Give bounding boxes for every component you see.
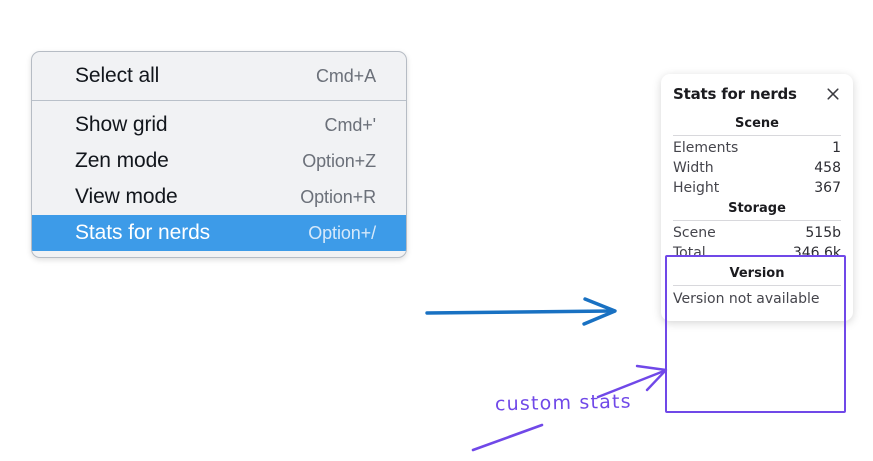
stat-row-storage-scene: Scene 515b bbox=[673, 223, 841, 243]
stat-value: 367 bbox=[814, 180, 841, 196]
version-note: Version not available bbox=[673, 291, 820, 307]
panel-title: Stats for nerds bbox=[673, 85, 797, 103]
handwritten-annotation-label: custom stats bbox=[494, 390, 632, 416]
section-version: Version Version not available bbox=[673, 263, 841, 307]
menu-group-2: Show grid Cmd+' Zen mode Option+Z View m… bbox=[32, 101, 406, 257]
context-menu[interactable]: Select all Cmd+A Show grid Cmd+' Zen mod… bbox=[31, 51, 407, 258]
section-heading-storage: Storage bbox=[728, 201, 786, 216]
stat-value: 458 bbox=[814, 160, 841, 176]
custom-stats-sections: Storage Scene 515b Total 346.6k Version … bbox=[673, 198, 841, 307]
menu-item-label: Select all bbox=[75, 64, 160, 87]
stat-row-storage-total: Total 346.6k bbox=[673, 243, 841, 263]
stat-row-width: Width 458 bbox=[673, 158, 841, 178]
menu-item-stats-for-nerds[interactable]: Stats for nerds Option+/ bbox=[32, 215, 406, 251]
menu-item-shortcut: Option+/ bbox=[308, 222, 376, 243]
menu-item-select-all[interactable]: Select all Cmd+A bbox=[32, 58, 406, 94]
menu-item-label: Show grid bbox=[75, 113, 168, 136]
stat-value: 346.6k bbox=[792, 245, 841, 261]
stat-key: Height bbox=[673, 180, 720, 196]
menu-item-shortcut: Option+R bbox=[300, 186, 376, 207]
menu-item-zen-mode[interactable]: Zen mode Option+Z bbox=[32, 143, 406, 179]
stat-row-elements: Elements 1 bbox=[673, 138, 841, 158]
close-icon[interactable] bbox=[824, 86, 841, 103]
stat-value: 515b bbox=[805, 225, 841, 241]
stat-row-height: Height 367 bbox=[673, 178, 841, 198]
blue-arrow bbox=[425, 297, 617, 326]
section-heading-version: Version bbox=[729, 266, 785, 281]
menu-item-shortcut: Option+Z bbox=[302, 150, 376, 171]
section-divider bbox=[673, 220, 841, 221]
menu-item-shortcut: Cmd+' bbox=[324, 114, 377, 135]
stat-key: Total bbox=[673, 245, 706, 261]
menu-item-shortcut: Cmd+A bbox=[315, 65, 376, 86]
menu-item-label: View mode bbox=[75, 185, 178, 208]
stat-value: 1 bbox=[832, 140, 841, 156]
menu-item-label: Zen mode bbox=[75, 149, 169, 172]
stat-key: Elements bbox=[673, 140, 739, 156]
menu-group-1: Select all Cmd+A bbox=[32, 52, 406, 100]
stat-key: Scene bbox=[673, 225, 716, 241]
menu-item-view-mode[interactable]: View mode Option+R bbox=[32, 179, 406, 215]
section-storage: Storage Scene 515b Total 346.6k bbox=[673, 198, 841, 263]
stat-key: Width bbox=[673, 160, 714, 176]
section-divider bbox=[673, 285, 841, 286]
section-divider bbox=[673, 135, 841, 136]
stats-for-nerds-panel[interactable]: Stats for nerds Scene Elements 1 Width 4… bbox=[661, 74, 853, 321]
section-scene: Scene Elements 1 Width 458 Height 367 bbox=[673, 113, 841, 198]
menu-separator bbox=[32, 100, 406, 101]
menu-item-label: Stats for nerds bbox=[75, 221, 211, 244]
panel-titlebar: Stats for nerds bbox=[673, 85, 841, 103]
section-heading-scene: Scene bbox=[735, 116, 779, 131]
menu-item-show-grid[interactable]: Show grid Cmd+' bbox=[32, 107, 406, 143]
purple-underline-stroke bbox=[471, 423, 544, 452]
